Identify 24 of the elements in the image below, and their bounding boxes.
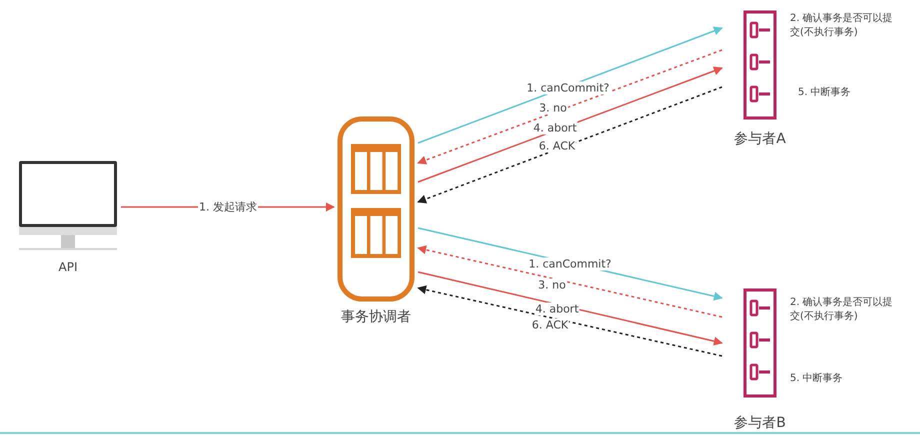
arrow [417, 86, 722, 204]
arrow [418, 271, 723, 346]
edge-label: 6. ACK [530, 318, 570, 332]
node-label: 参与者A [733, 130, 787, 148]
step-note: 5. 中断事务 [790, 372, 844, 386]
edge-label: 6. ACK [538, 140, 576, 152]
edge-label: 4. abort [534, 302, 580, 316]
arrow [417, 245, 722, 318]
edge-label: 4. abort [532, 122, 578, 134]
arrow [417, 285, 722, 357]
edge-label: 3. no [538, 102, 568, 114]
step-note: 2. 确认事务是否可以提交(不执行事务) [790, 12, 894, 40]
node-label: 事务协调者 [340, 308, 412, 326]
edge-label: 3. no [537, 278, 567, 292]
edge-label: 1. canCommit? [526, 82, 610, 94]
step-note: 5. 中断事务 [798, 86, 852, 100]
node-label: API [58, 260, 78, 274]
arrow [418, 26, 723, 144]
node-label: 参与者B [733, 414, 787, 432]
edge-label: 1. canCommit? [528, 258, 612, 270]
arrow [418, 66, 723, 183]
step-note: 2. 确认事务是否可以提交(不执行事务) [790, 296, 894, 324]
edge-label: 1. 发起请求 [198, 200, 258, 214]
arrow [417, 49, 722, 164]
